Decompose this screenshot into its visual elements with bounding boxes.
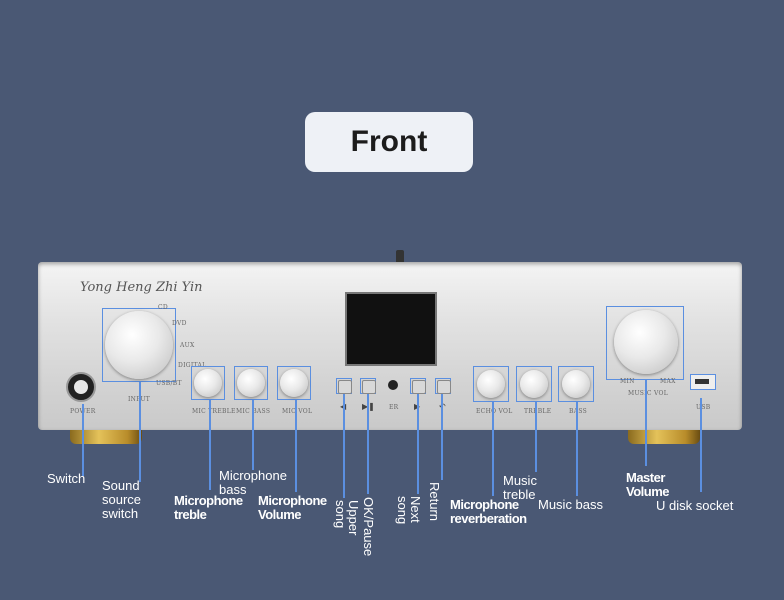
label-next-song: Next song <box>395 496 423 525</box>
line-master-volume <box>645 380 647 466</box>
label-u-disk-socket: U disk socket <box>656 498 734 513</box>
left-foot <box>70 430 142 444</box>
line-music-treble <box>535 402 537 472</box>
mic-treble-knob[interactable] <box>194 369 222 397</box>
label-music-bass: Music bass <box>538 497 604 512</box>
label-microphone-bass: Microphone bass <box>219 468 287 497</box>
echo-vol-label: ECHO VOL <box>476 408 513 415</box>
power-switch[interactable] <box>66 372 96 402</box>
label-master-volume: Master Volume <box>626 470 670 499</box>
label-microphone-volume: Microphone Volume <box>258 493 327 522</box>
right-foot <box>628 430 700 444</box>
mic-vol-label: MIC VOL <box>282 408 313 415</box>
ir-receiver <box>388 380 398 390</box>
treble-label: TREBLE <box>524 408 552 415</box>
return-button[interactable] <box>437 380 451 394</box>
input-knob-highlight <box>102 308 176 382</box>
usb-label: USB <box>696 404 711 411</box>
input-option-aux: AUX <box>180 342 195 349</box>
treble-highlight <box>516 366 552 402</box>
line-mic-treble <box>209 400 211 490</box>
label-upper-song: Upper song <box>333 500 361 536</box>
echo-vol-highlight <box>473 366 509 402</box>
label-music-treble: Music treble <box>503 473 537 502</box>
line-sound-source <box>139 382 141 482</box>
label-microphone-reverberation: Microphone reverberation <box>450 497 527 526</box>
line-next-song <box>417 394 419 494</box>
label-microphone-treble: Microphone treble <box>174 493 243 522</box>
label-return: Return <box>427 482 442 522</box>
bass-highlight <box>558 366 594 402</box>
mic-bass-knob[interactable] <box>237 369 265 397</box>
amplifier-front-panel: Yong Heng Zhi Yin POWER INPUT CD DVD AUX… <box>38 262 742 430</box>
mic-bass-highlight <box>234 366 268 400</box>
input-option-cd: CD <box>158 304 169 311</box>
max-label: MAX <box>660 378 676 385</box>
display-screen <box>345 292 437 366</box>
input-label: INPUT <box>128 396 150 403</box>
label-sound-source-switch: Sound source switch <box>102 478 142 521</box>
bass-knob[interactable] <box>562 370 590 398</box>
line-upper-song <box>343 394 345 498</box>
min-label: MIN <box>620 378 635 385</box>
mic-treble-label: MIC TREBLE <box>192 408 236 415</box>
treble-knob[interactable] <box>520 370 548 398</box>
mic-treble-highlight <box>191 366 225 400</box>
ok-pause-button[interactable] <box>362 380 376 394</box>
input-option-usb-bt: USB/BT <box>156 380 182 387</box>
page-title: Front <box>305 112 473 172</box>
bass-label: BASS <box>569 408 588 415</box>
mic-volume-knob[interactable] <box>280 369 308 397</box>
music-vol-label: MUSIC VOL <box>628 390 669 397</box>
mic-vol-highlight <box>277 366 311 400</box>
upper-song-button[interactable] <box>338 380 352 394</box>
master-volume-knob[interactable] <box>614 310 678 374</box>
usb-socket[interactable] <box>690 374 716 390</box>
brand-logo: Yong Heng Zhi Yin <box>80 280 203 295</box>
line-u-disk <box>700 398 702 492</box>
line-mic-volume <box>295 400 297 492</box>
line-switch <box>82 404 84 476</box>
antenna <box>396 250 404 264</box>
line-mic-reverb <box>492 402 494 496</box>
line-ok-pause <box>367 394 369 494</box>
master-vol-highlight <box>606 306 684 380</box>
input-option-digital: DIGITAL <box>178 362 207 369</box>
line-music-bass <box>576 402 578 496</box>
ir-label: ER <box>389 404 399 411</box>
line-return <box>441 394 443 480</box>
next-song-button[interactable] <box>412 380 426 394</box>
input-option-dvd: DVD <box>172 320 187 327</box>
label-switch: Switch <box>47 471 86 486</box>
line-mic-bass <box>252 400 254 470</box>
input-selector-knob[interactable] <box>105 311 173 379</box>
echo-volume-knob[interactable] <box>477 370 505 398</box>
label-ok-pause: OK/Pause <box>361 497 376 557</box>
